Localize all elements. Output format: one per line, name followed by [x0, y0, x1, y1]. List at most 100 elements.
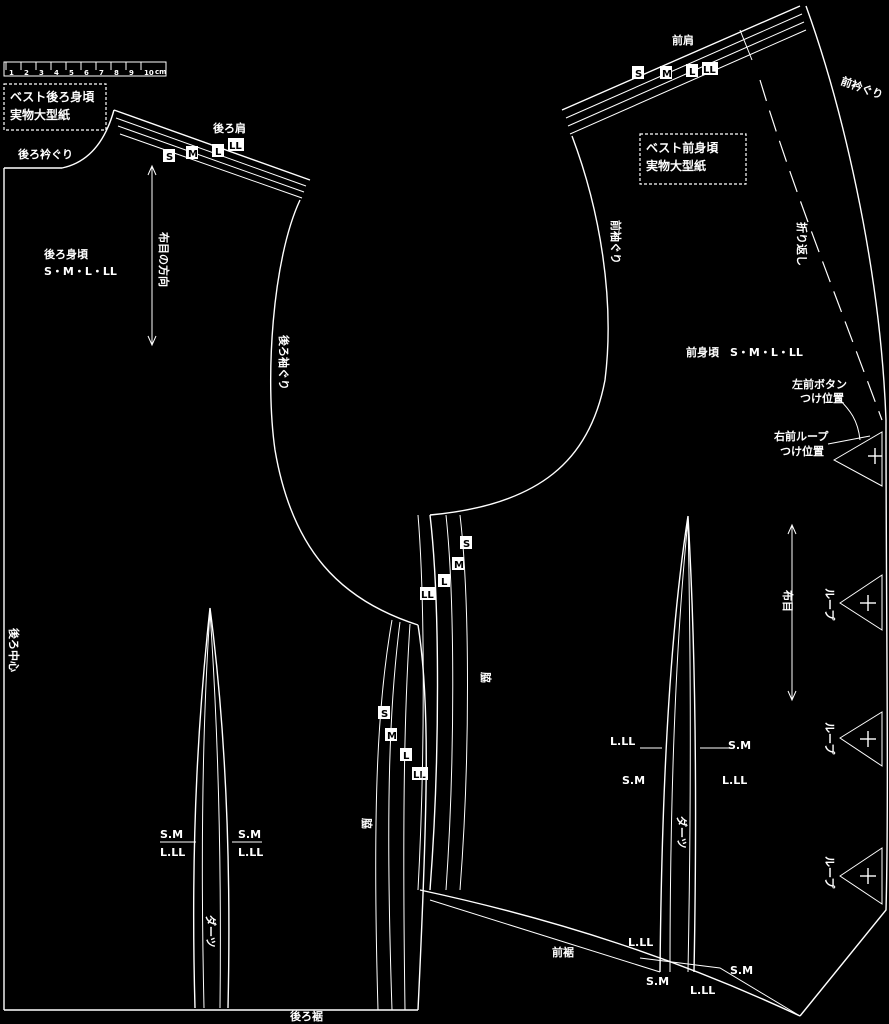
front-fold-label: 折り返し	[795, 222, 809, 266]
svg-text:M: M	[454, 560, 464, 571]
scale-tick-label: 6	[84, 69, 89, 77]
back-dart	[192, 607, 230, 1009]
back-side-size-tag-l: L	[400, 748, 412, 762]
svg-text:LL: LL	[413, 770, 426, 781]
scale-tick-label: 2	[24, 69, 29, 77]
loop-label-b: ループ	[823, 722, 837, 755]
front-grain-label: 布目	[781, 590, 795, 612]
front-center-edge	[799, 419, 889, 1017]
svg-text:S: S	[635, 69, 642, 80]
back-dart-sm-left: S.M	[160, 828, 183, 841]
front-shoulder-line	[561, 5, 801, 111]
front-hem-sm-right: S.M	[730, 964, 753, 977]
scale-tick-label: 7	[99, 69, 104, 77]
front-neckline-label: 前衿ぐり	[839, 74, 885, 102]
button-label-1: 左前ボタン	[791, 377, 847, 391]
back-side-size-tag-ll: LL	[412, 767, 428, 781]
scale-tick-label: 10	[144, 69, 154, 77]
front-neckline-edge	[805, 5, 887, 421]
scale-tick-label: 8	[114, 69, 119, 77]
front-side-seam	[429, 514, 439, 891]
scale-tick-label: 4	[54, 69, 59, 77]
loop-label-1: 右前ループ	[773, 429, 829, 443]
loop-label-a: ループ	[823, 588, 837, 621]
front-grain-arrow	[787, 523, 797, 702]
back-side-seam	[417, 624, 427, 1011]
back-armhole-line	[269, 199, 419, 626]
front-dart	[659, 515, 697, 973]
front-hem-line	[419, 889, 801, 1017]
front-armhole-label: 前袖ぐり	[609, 220, 623, 264]
front-title-line2: 実物大型紙	[646, 158, 706, 173]
front-shoulder-size-tag-l: L	[686, 64, 698, 78]
back-neckline-label: 後ろ衿ぐり	[18, 147, 73, 161]
front-dart-sm-right: S.M	[728, 739, 751, 752]
back-piece-name: 後ろ身頃	[44, 247, 89, 261]
back-shoulder-size-tag-ll: LL	[228, 138, 244, 152]
loop-mark-3	[839, 847, 883, 905]
front-dart-lll-left: L.LL	[610, 735, 635, 748]
scale-tick-label: 3	[39, 69, 44, 77]
front-hem-lll-right: L.LL	[690, 984, 715, 997]
svg-text:LL: LL	[421, 590, 434, 601]
scale-tick-label: 9	[129, 69, 134, 77]
back-neckline	[4, 109, 115, 169]
back-dart-label: ダーツ	[204, 915, 218, 948]
loop-label-c: ループ	[823, 856, 837, 889]
back-title-box	[3, 83, 107, 131]
back-shoulder-size-tag-l: L	[212, 144, 224, 158]
back-side-size-tag-m: M	[385, 728, 397, 742]
back-armhole-label: 後ろ袖ぐり	[277, 335, 291, 390]
svg-text:S: S	[463, 539, 470, 550]
scale-unit: cm	[155, 68, 166, 76]
back-center-label: 後ろ中心	[7, 628, 21, 672]
front-side-size-tag-s: S	[460, 536, 472, 550]
front-shoulder-size-tag-m: M	[660, 66, 672, 80]
svg-text:LL: LL	[703, 65, 716, 76]
loop-label-2: つけ位置	[780, 444, 824, 458]
button-label-2: つけ位置	[800, 391, 844, 405]
front-shoulder-size-tag-ll: LL	[702, 62, 718, 76]
back-shoulder-label: 後ろ肩	[213, 121, 246, 135]
back-sizes: S・M・L・LL	[44, 265, 117, 278]
front-dart-sm-left: S.M	[622, 774, 645, 787]
svg-text:S: S	[381, 709, 388, 720]
front-title-box	[639, 133, 747, 185]
back-title-line2: 実物大型紙	[10, 107, 70, 122]
back-dart-sm-right: S.M	[238, 828, 261, 841]
front-side-size-tag-m: M	[452, 557, 464, 571]
front-piece-name: 前身頃 S・M・L・LL	[686, 345, 803, 359]
back-grain-arrow	[147, 164, 157, 347]
front-dart-label: ダーツ	[675, 816, 689, 849]
back-grain-label: 布目の方向	[157, 232, 171, 287]
front-title-line1: ベスト前身頃	[646, 140, 719, 155]
svg-text:L: L	[689, 67, 696, 78]
svg-text:M: M	[662, 69, 672, 80]
svg-text:L: L	[441, 577, 448, 588]
front-hem-lll-left: L.LL	[628, 936, 653, 949]
loop-mark-2	[839, 711, 883, 767]
front-hem-sm-left: S.M	[646, 975, 669, 988]
back-side-label: 脇	[360, 818, 374, 829]
loop-mark-1	[839, 574, 883, 631]
back-side-size-tag-s: S	[378, 706, 390, 720]
back-shoulder-size-tag-m: M	[186, 146, 198, 160]
front-side-size-tag-ll: LL	[420, 587, 436, 601]
front-bodice-piece: ベスト前身頃 実物大型紙	[417, 5, 889, 1017]
svg-text:S: S	[166, 152, 173, 163]
svg-text:M: M	[387, 731, 397, 742]
back-shoulder-size-tag-s: S	[163, 149, 175, 163]
back-dart-lll-right: L.LL	[238, 846, 263, 859]
back-hem-label: 後ろ裾	[290, 1009, 323, 1023]
back-bodice-piece: ベスト後ろ身頃 実物大型紙 後ろ衿ぐり 後ろ肩 後ろ身頃	[3, 83, 428, 1023]
svg-text:L: L	[403, 751, 410, 762]
button-mark	[832, 431, 883, 487]
svg-text:LL: LL	[229, 141, 242, 152]
scale-tick-label: 5	[69, 69, 74, 77]
front-shoulder-label: 前肩	[672, 33, 694, 47]
front-dart-lll-right: L.LL	[722, 774, 747, 787]
svg-text:M: M	[188, 149, 198, 160]
back-dart-lll-left: L.LL	[160, 846, 185, 859]
